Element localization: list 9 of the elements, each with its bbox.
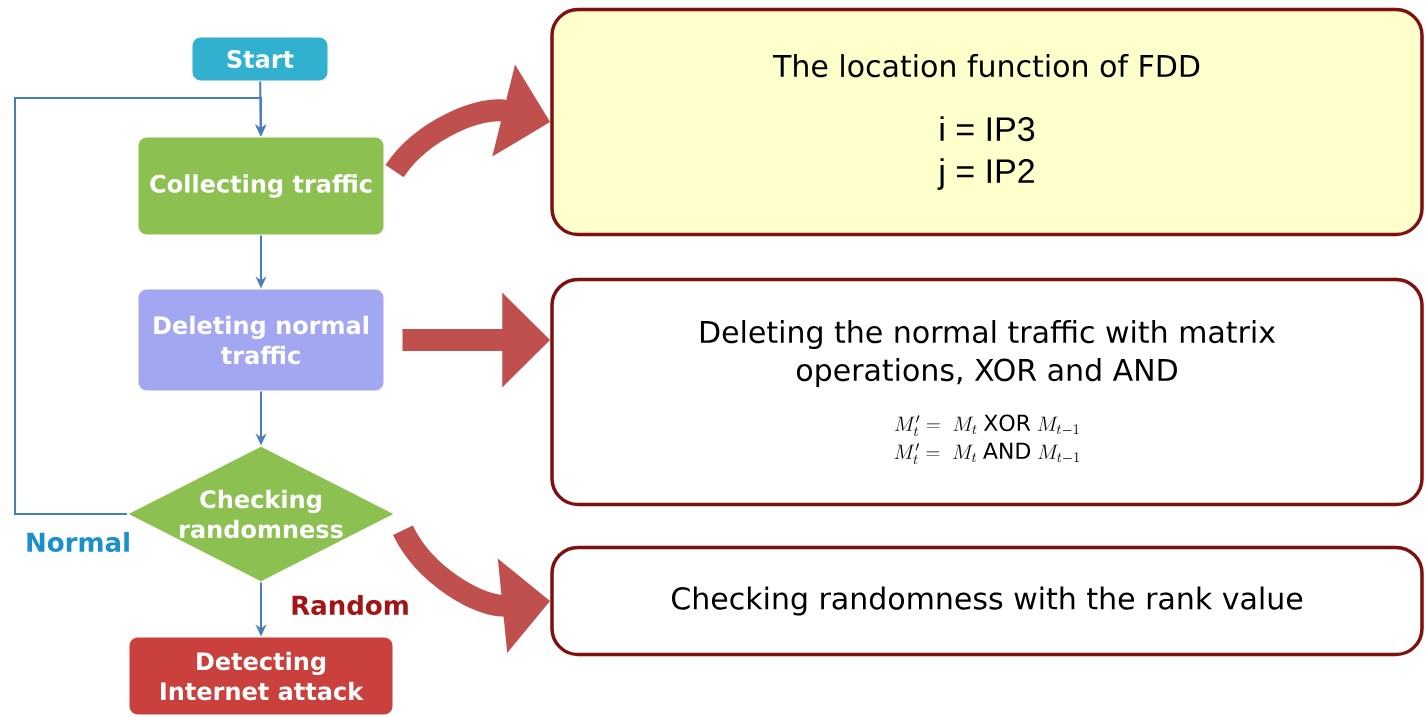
- info-box: Deleting the normal traffic with matrix operations, XOR and AND $M'_t = \; M_t \;\mathrm{XOR}\; M_{t-1}$ $M'_t = \; M_t \;\mathrm{AND}\; M_{t-1}$: [550, 277, 1424, 507]
- info-box: Checking randomness with the rank value: [550, 545, 1424, 657]
- edge-label: Random: [288, 592, 412, 618]
- end-box: Detecting Internet attack: [128, 636, 394, 716]
- process-box: Collecting traffic: [137, 136, 385, 236]
- process-box: Deleting normal traffic: [137, 288, 385, 392]
- info-box: The location function of FDD i = IP3 j = IP2: [550, 7, 1424, 237]
- start-box: Start: [191, 36, 329, 82]
- arrow: [14, 97, 267, 515]
